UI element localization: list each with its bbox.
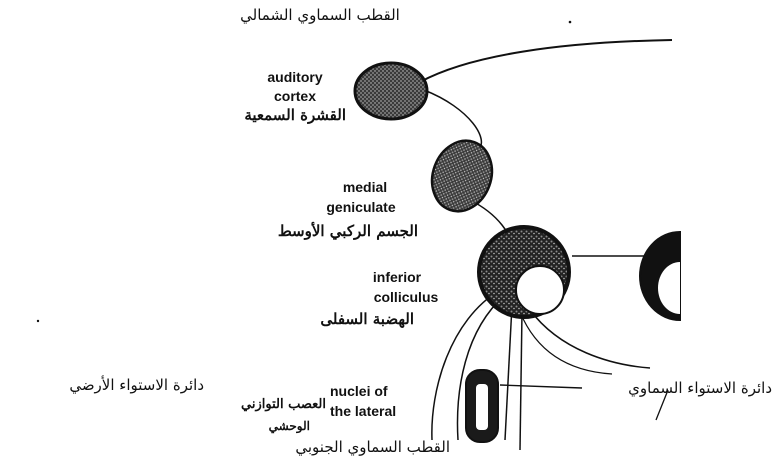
inferior-colliculus-label-line2: colliculus [356, 290, 456, 304]
lateral-lemniscus-nuclei-inner [476, 384, 488, 430]
speck-mark [569, 21, 572, 24]
speck-mark [37, 320, 39, 322]
medial-geniculate-label-line1: medial [320, 180, 410, 194]
nuclei-lateral-label-line2: the lateral [330, 404, 430, 418]
auditory-cortex-label-line2: cortex [250, 89, 340, 103]
fiber-cortex-to-right [420, 40, 672, 82]
north-celestial-pole-label: القطب السماوي الشمالي [210, 8, 430, 23]
fiber-nuclei-link [500, 385, 582, 388]
fiber-lemniscus-5 [530, 310, 650, 368]
inferior-colliculus-arabic-label: الهضبة السفلى [290, 312, 414, 327]
medial-geniculate-arabic-label: الجسم الركبي الأوسط [246, 224, 418, 239]
auditory-cortex-arabic-label: القشرة السمعية [216, 108, 346, 123]
medial-geniculate-label-line2: geniculate [306, 200, 416, 214]
celestial-equator-label: دائرة الاستواء السماوي [574, 381, 772, 396]
inferior-colliculus-hole [516, 266, 564, 314]
fiber-lemniscus-4 [520, 312, 522, 450]
inferior-colliculus-label-line1: inferior [352, 270, 442, 284]
nuclei-lateral-arabic-label-line1: العصب التوازني [196, 398, 326, 411]
fiber-lemniscus-3 [505, 305, 512, 440]
auditory-cortex-label-line1: auditory [250, 70, 340, 84]
terrestrial-equator-label: دائرة الاستواء الأرضي [4, 378, 204, 393]
south-celestial-pole-label: القطب السماوي الجنوبي [262, 440, 450, 455]
nuclei-lateral-label-line1: nuclei of [330, 384, 430, 398]
auditory-cortex-shape [355, 63, 427, 119]
nuclei-lateral-arabic-label-line2: الوحشي [250, 420, 310, 432]
medial-geniculate-shape [422, 132, 501, 219]
